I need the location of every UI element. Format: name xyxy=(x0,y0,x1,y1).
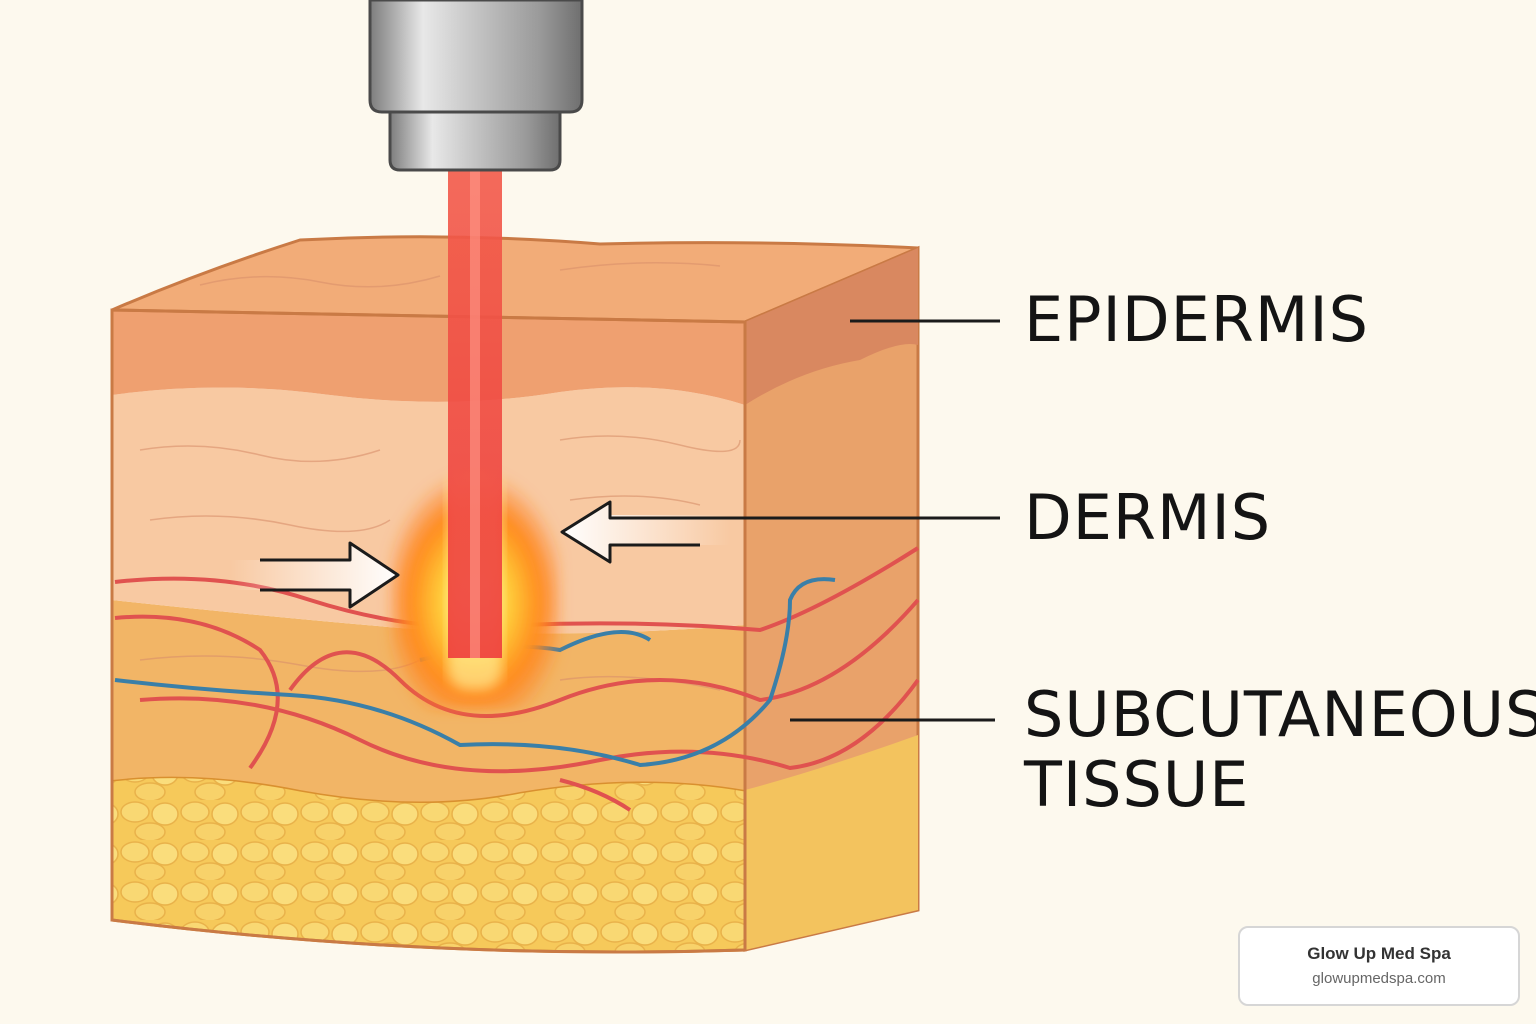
subcutaneous-label-line2: TISSUE xyxy=(1024,748,1250,821)
brand-watermark: Glow Up Med Spa glowupmedspa.com xyxy=(1238,926,1520,1006)
artery xyxy=(139,678,920,774)
epidermis-layer xyxy=(112,310,745,405)
artery xyxy=(288,598,920,718)
subcutaneous-label-line1: SUBCUTANEOUS xyxy=(1024,678,1536,751)
side-fat xyxy=(745,735,918,950)
vein xyxy=(114,577,836,768)
subcutaneous-label: SUBCUTANEOUS TISSUE xyxy=(1024,680,1536,820)
laser-handpiece-icon xyxy=(368,0,584,172)
fat-layer xyxy=(110,775,747,954)
brand-url: glowupmedspa.com xyxy=(1312,970,1446,987)
dermis-label: DERMIS xyxy=(1024,481,1272,554)
arrow-right-icon xyxy=(230,541,400,609)
brand-name: Glow Up Med Spa xyxy=(1307,944,1451,963)
artery xyxy=(559,778,632,812)
laser-beam xyxy=(448,168,502,658)
side-epidermis xyxy=(745,248,918,405)
arrow-left-icon xyxy=(560,500,1000,564)
skin-outline xyxy=(110,308,747,954)
artery xyxy=(114,614,280,770)
epidermis-label: EPIDERMIS xyxy=(1024,283,1369,356)
